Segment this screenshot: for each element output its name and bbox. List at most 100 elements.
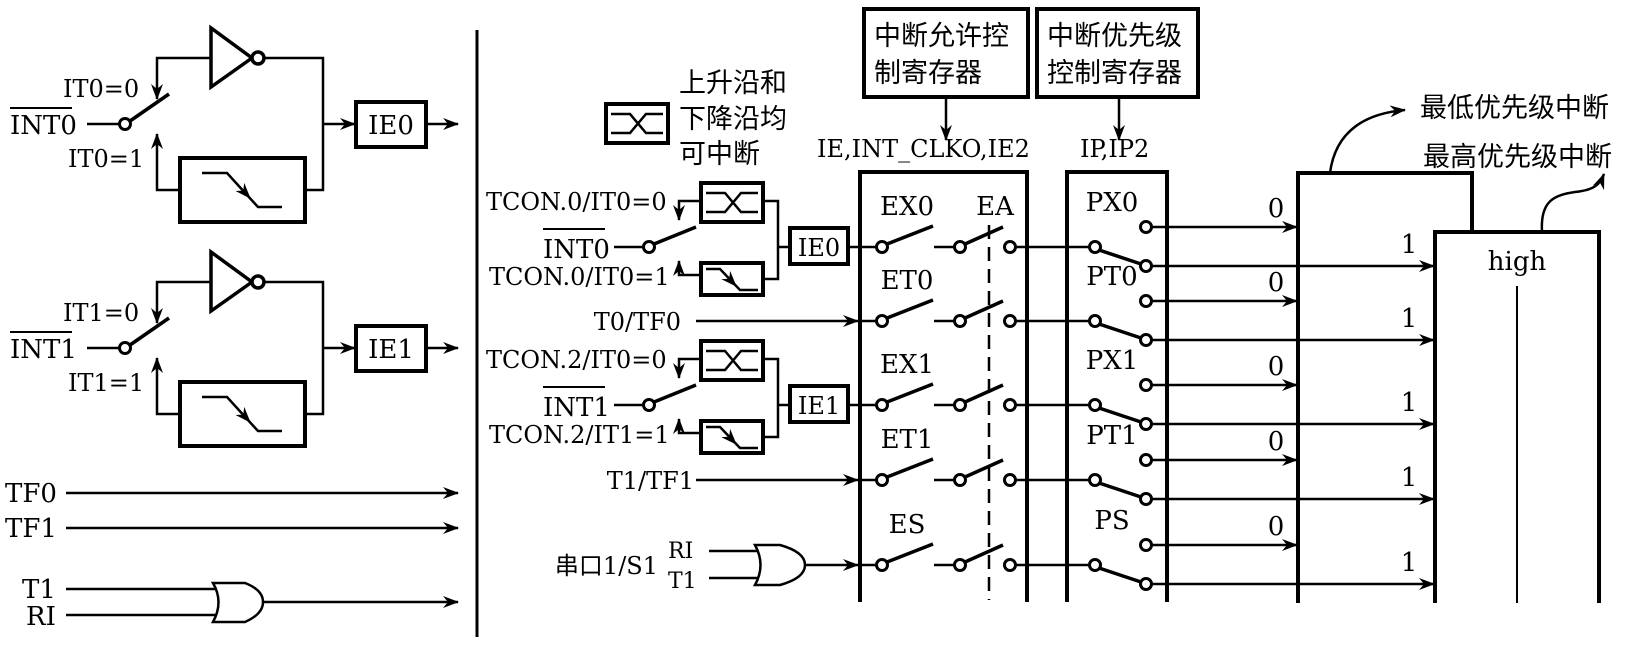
priority-contact-1 <box>1139 492 1153 506</box>
enable-switch-contact <box>875 398 889 412</box>
legend-text: 下降沿均 <box>679 104 787 135</box>
falling-edge-arrow-icon <box>226 172 251 199</box>
enable-switch-blade <box>886 224 934 246</box>
pin-label: INT1 <box>543 393 610 423</box>
flag-box <box>354 100 428 149</box>
priority-1-label: 1 <box>1401 463 1418 493</box>
ie-register-title-box <box>862 7 1030 99</box>
ri-label: RI <box>26 602 56 632</box>
priority-contact-0 <box>1139 220 1153 234</box>
ea-switch-blade <box>964 543 1004 564</box>
serial-ri-label: RI <box>668 539 693 564</box>
pin-label: INT0 <box>10 111 77 141</box>
priority-bit-label: PX0 <box>1086 188 1139 218</box>
priority-switch-pivot <box>1088 314 1102 328</box>
mode0-label: IT1=0 <box>63 299 139 327</box>
enable-switch-contact <box>875 473 889 487</box>
flag-label: IE0 <box>798 234 840 262</box>
ea-switch-contact <box>953 314 967 328</box>
serial-t1-label: T1 <box>668 569 697 594</box>
priority-bit-label: PX1 <box>1086 346 1139 376</box>
ip-register-title: 控制寄存器 <box>1047 58 1182 89</box>
or-gate-icon <box>210 581 265 624</box>
mode-switch-blade <box>129 92 170 123</box>
detector-merge-line <box>763 357 780 439</box>
ie-register-name: IE,INT_CLKO,IE2 <box>817 135 1030 163</box>
ip-register-name: IP,IP2 <box>1080 135 1149 163</box>
priority-switch-blade <box>1098 481 1142 499</box>
mode-switch-blade <box>129 316 170 347</box>
ea-switch-contact <box>1003 240 1017 254</box>
legend-text: 上升沿和 <box>679 68 787 99</box>
inverter-icon <box>209 248 255 315</box>
ea-switch-contact <box>953 398 967 412</box>
low-priority-box <box>1296 171 1474 603</box>
enable-switch-contact <box>875 314 889 328</box>
flag-label: IE1 <box>368 335 414 365</box>
ea-switch-contact <box>953 240 967 254</box>
falling-edge-arrow-icon <box>721 428 737 445</box>
flag-label: IE1 <box>798 392 840 420</box>
tcon-mode0-label: TCON.0/IT0=0 <box>486 188 667 216</box>
falling-edge-detector-box <box>178 380 307 448</box>
inverter-icon <box>209 24 255 91</box>
enable-bit-label: EX0 <box>880 192 934 222</box>
mode0-arrow <box>673 199 701 221</box>
enable-bit-label: EX1 <box>880 350 934 380</box>
enable-bit-label: ET0 <box>881 266 934 296</box>
priority-bit-label: PT0 <box>1086 262 1137 292</box>
edge-path-arrow <box>151 133 180 192</box>
switch-pivot <box>118 341 132 355</box>
ea-switch-blade <box>964 383 1004 404</box>
ip-register-title: 中断优先级 <box>1047 21 1182 52</box>
enable-bit-label: ES <box>889 510 926 540</box>
high-label: high <box>1488 247 1547 277</box>
switch-pivot <box>118 117 132 131</box>
mode1-arrow <box>673 260 701 277</box>
high-priority-output-arrow <box>1540 173 1606 233</box>
priority-switch-pivot <box>1088 398 1102 412</box>
switch-pivot <box>642 240 656 254</box>
ea-switch-blade <box>964 458 1004 479</box>
ie-register-title: 制寄存器 <box>874 58 982 89</box>
mode-switch-blade <box>653 225 697 246</box>
tcon-mode1-label: TCON.2/IT1=1 <box>489 421 670 449</box>
both-edge-icon <box>706 349 758 372</box>
mode0-arrow <box>673 357 701 379</box>
priority-contact-1 <box>1139 259 1153 273</box>
enable-switch-blade <box>886 382 934 404</box>
priority-0-label: 0 <box>1268 427 1285 457</box>
priority-1-label: 1 <box>1401 230 1418 260</box>
pin-label: INT0 <box>543 235 610 265</box>
priority-0-label: 0 <box>1268 352 1285 382</box>
inverter-bubble <box>250 274 266 290</box>
detector-merge-line <box>763 199 780 281</box>
ea-switch-contact <box>953 473 967 487</box>
priority-contact-0 <box>1139 453 1153 467</box>
ea-label: EA <box>976 192 1015 222</box>
priority-0-label: 0 <box>1268 268 1285 298</box>
ea-switch-contact <box>1003 398 1017 412</box>
falling-edge-arrow-icon <box>721 270 737 287</box>
priority-switch-pivot <box>1088 558 1102 572</box>
falling-edge-arrow-icon <box>226 396 251 423</box>
highest-priority-interrupt-text: 最高优先级中断 <box>1423 142 1612 173</box>
priority-1-label: 1 <box>1401 388 1418 418</box>
enable-switch-contact <box>875 240 889 254</box>
mode1-label: IT0=1 <box>68 145 144 173</box>
serial-source-label: 串口1/S1 <box>555 552 658 580</box>
priority-contact-0 <box>1139 378 1153 392</box>
edge-path-arrow <box>151 357 180 416</box>
ie-register-title: 中断允许控 <box>874 21 1009 52</box>
priority-switch-blade <box>1098 566 1142 584</box>
priority-bit-label: PS <box>1094 506 1129 536</box>
tf1-label: TF1 <box>5 514 57 544</box>
t1-source-label: T1/TF1 <box>607 467 694 495</box>
priority-0-label: 0 <box>1268 512 1285 542</box>
priority-1-label: 1 <box>1401 304 1418 334</box>
ea-switch-contact <box>1003 314 1017 328</box>
enable-switch-blade <box>886 542 934 564</box>
priority-switch-pivot <box>1088 473 1102 487</box>
ea-switch-contact <box>953 558 967 572</box>
